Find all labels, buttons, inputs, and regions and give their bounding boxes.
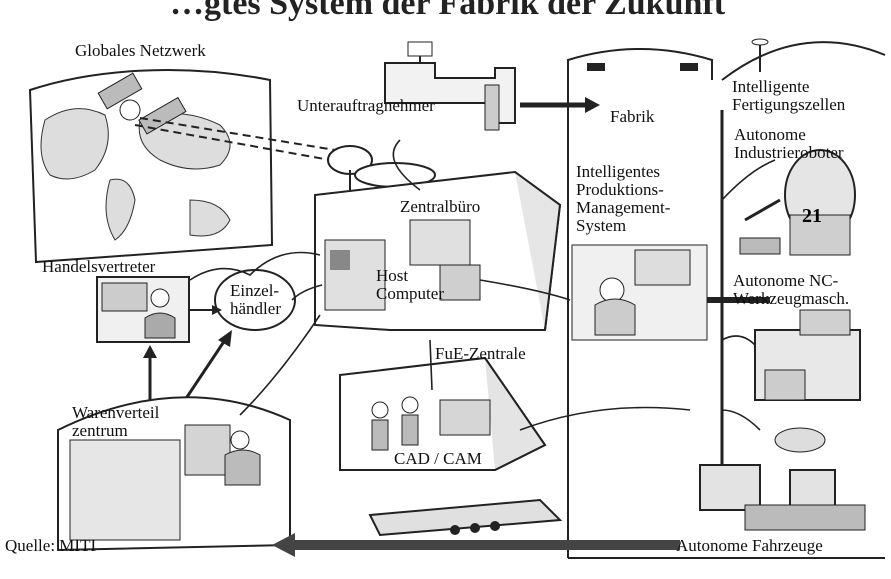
- subcontractor-device: [384, 41, 516, 131]
- label-intelligent-cells: Intelligente Fertigungszellen: [732, 77, 846, 114]
- transport-train: [368, 498, 563, 537]
- label-distribution-center: Warenverteil zentrum: [72, 403, 160, 440]
- label-host-computer: Host Computer: [376, 266, 444, 303]
- rnd-center: [339, 356, 547, 471]
- label-autonomous-vehicles: Autonome Fahrzeuge: [676, 536, 823, 555]
- label-autonomous-robots: Autonome Industrieroboter: [734, 125, 844, 162]
- heading-fragment: …gtes System der Fabrik der Zukunft: [170, 0, 726, 22]
- label-sales-rep: Handelsvertreter: [42, 257, 156, 276]
- label-head-office: Zentralbüro: [400, 197, 481, 216]
- label-source: Quelle: MITI: [5, 536, 97, 555]
- label-subcontractor: Unterauftragnehmer: [297, 96, 435, 115]
- label-retailer: Einzel- händler: [230, 281, 281, 318]
- sales-rep-panel: [96, 276, 190, 343]
- distribution-center: [57, 396, 291, 552]
- autonomous-vehicle: [699, 427, 866, 531]
- label-factory: Fabrik: [610, 107, 655, 126]
- nc-machine: [754, 309, 861, 401]
- central-building: [314, 170, 562, 331]
- svg-text:21: 21: [802, 205, 822, 227]
- label-global-network: Globales Netzwerk: [75, 41, 206, 60]
- globe-panel: [28, 68, 336, 264]
- label-rnd-center: FuE-Zentrale: [435, 344, 526, 363]
- production-worker: [571, 244, 708, 341]
- label-autonomous-nc: Autonome NC- Werkzeugmasch.: [733, 271, 850, 308]
- label-production-system: Intelligentes Produktions- Management- S…: [576, 162, 671, 235]
- industrial-robot: 21: [739, 149, 856, 256]
- label-cad-cam: CAD / CAM: [394, 449, 482, 468]
